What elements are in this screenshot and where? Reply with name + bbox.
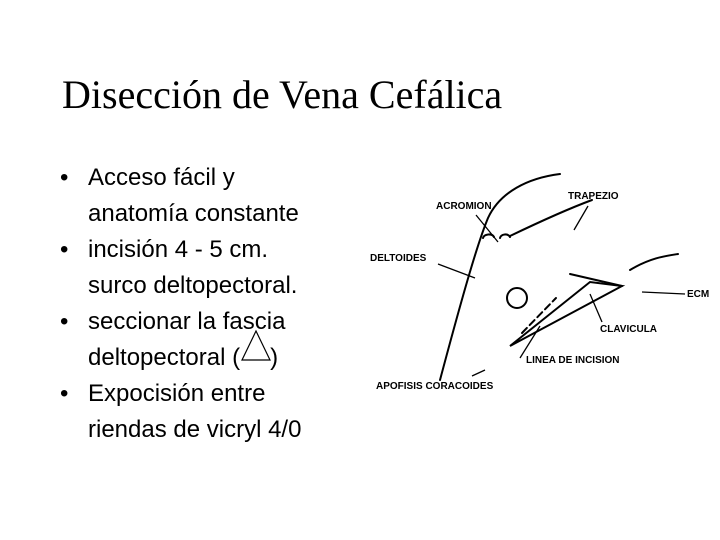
leader-clavicula	[589, 293, 603, 323]
label-ecm: ECM	[687, 289, 709, 300]
bullet-dot: •	[60, 236, 69, 263]
ecm-line	[629, 253, 679, 271]
bullet-line: Acceso fácil y	[88, 164, 235, 191]
triangle-icon	[240, 329, 272, 365]
incision-line	[521, 297, 557, 334]
leader-ecm	[641, 291, 686, 295]
deltoid-contour	[439, 173, 561, 381]
leader-acromion	[475, 214, 499, 243]
bullet-line: anatomía constante	[88, 200, 299, 227]
bullet-item: • incisión 4 - 5 cm. surco deltopectoral…	[58, 232, 358, 304]
leader-linea	[519, 325, 541, 359]
label-trapezio: TRAPEZIO	[568, 191, 619, 202]
bullet-text-part: deltopectoral (	[88, 344, 241, 371]
bullet-text-part: )	[270, 344, 279, 371]
shoulder-anatomy-diagram: ACROMION TRAPEZIO DELTOIDES ECM CLAVICUL…	[370, 173, 709, 392]
coracoid-circle	[506, 287, 528, 309]
bullet-item: • seccionar la fascia deltopectoral ()	[58, 304, 358, 376]
leader-deltoides	[437, 263, 476, 279]
bullet-dot: •	[60, 164, 69, 191]
slide-title: Disección de Vena Cefálica	[62, 72, 503, 117]
label-deltoides: DELTOIDES	[370, 253, 427, 264]
bullet-line: riendas de vicryl 4/0	[88, 416, 302, 443]
label-linea: LINEA DE INCISION	[526, 355, 620, 366]
leader-trapezio	[573, 205, 589, 231]
label-apofisis: APOFISIS CORACOIDES	[376, 381, 494, 392]
bullet-line: incisión 4 - 5 cm.	[88, 236, 269, 263]
bullet-dot: •	[60, 380, 69, 407]
trapezius-line	[509, 199, 593, 237]
label-clavicula: CLAVICULA	[600, 324, 657, 335]
clavicle-line	[569, 273, 623, 287]
bullet-line: surco deltopectoral.	[88, 272, 298, 299]
bullet-item: • Expocisión entre riendas de vicryl 4/0	[58, 376, 358, 448]
clavicle-shape	[509, 280, 626, 347]
acromion-shape	[482, 233, 511, 239]
bullet-dot: •	[60, 308, 69, 335]
leader-apofisis	[471, 369, 486, 377]
label-acromion: ACROMION	[436, 201, 492, 212]
bullet-list: • Acceso fácil y anatomía constante • in…	[58, 160, 358, 448]
bullet-line: Expocisión entre	[88, 380, 266, 407]
bullet-line: deltopectoral ()	[88, 329, 358, 376]
bullet-item: • Acceso fácil y anatomía constante	[58, 160, 358, 232]
bullet-line: seccionar la fascia	[88, 308, 286, 335]
